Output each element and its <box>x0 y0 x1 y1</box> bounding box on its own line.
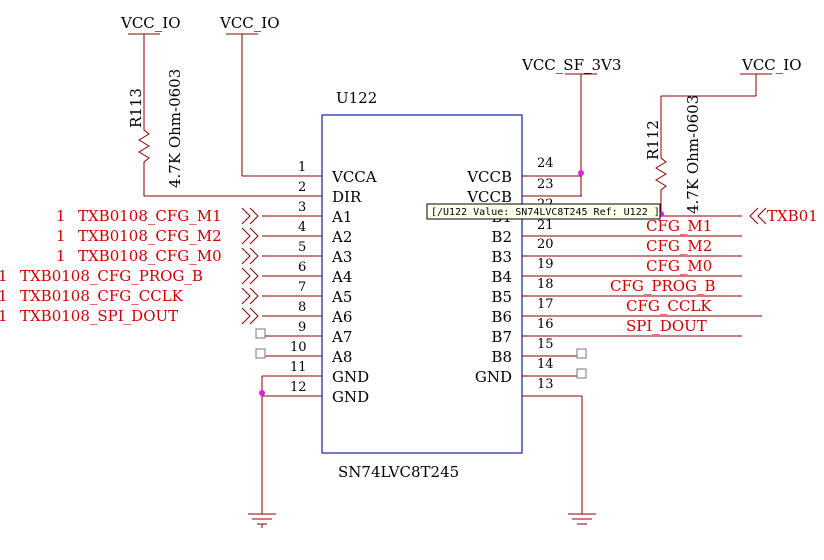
pin-number: 5 <box>298 240 306 255</box>
port-net-label[interactable]: TXB0108_CFG_M1 <box>78 207 222 225</box>
pin-name: VCCA <box>331 168 377 186</box>
pin-number: 24 <box>537 156 554 171</box>
net-label[interactable]: CFG_PROG_B <box>610 277 716 295</box>
pin-name: A4 <box>331 268 352 286</box>
pin-number: 8 <box>298 300 306 315</box>
net-label[interactable]: CFG_M2 <box>646 237 712 255</box>
resistor-designator: R112 <box>644 120 662 160</box>
pin-number: 21 <box>537 218 554 233</box>
pin-number: 11 <box>290 360 307 375</box>
pin-number: 9 <box>298 320 306 335</box>
junction-dot <box>578 170 584 176</box>
pin-name: A6 <box>331 308 352 326</box>
port-net-label[interactable]: TXB01 <box>767 207 818 225</box>
right-pin-lines <box>522 175 582 397</box>
pin-name: DIR <box>332 188 362 206</box>
no-connect-marker <box>255 328 266 339</box>
pin-number: 4 <box>298 220 306 235</box>
resistor-value: 4.7K Ohm-0603 <box>166 69 184 188</box>
pin-number: 14 <box>537 357 554 372</box>
left-pin-lines <box>262 175 322 397</box>
pin-number: 15 <box>537 337 554 352</box>
no-connect-marker <box>576 368 587 379</box>
pin-name: VCCB <box>466 188 512 206</box>
pin-number: 2 <box>298 180 306 195</box>
power-label-vcc-io: VCC_IO <box>120 14 181 32</box>
left-port-arrows <box>241 207 259 325</box>
pin-name: A7 <box>331 328 352 346</box>
ic-body[interactable] <box>321 114 523 454</box>
component-tooltip: [/U122 Value: SN74LVC8T245 Ref: U122 ] <box>426 203 661 220</box>
pin-name: A2 <box>331 228 352 246</box>
port-sheet-number: 1 <box>0 287 8 305</box>
port-sheet-number: 1 <box>56 227 66 245</box>
port-net-label[interactable]: TXB0108_CFG_M0 <box>78 247 222 265</box>
net-label[interactable]: CFG_M0 <box>646 257 712 275</box>
resistor-designator: R113 <box>127 88 145 128</box>
pin-name: B6 <box>491 308 512 326</box>
port-net-label[interactable]: TXB0108_SPI_DOUT <box>20 307 178 325</box>
pin-name: GND <box>475 368 512 386</box>
ic-part-name: SN74LVC8T245 <box>338 463 459 481</box>
pin-number: 1 <box>298 160 306 175</box>
no-connect-marker <box>255 348 266 359</box>
pin-name: A1 <box>331 208 352 226</box>
pin-name: A5 <box>331 288 352 306</box>
pin-name: A8 <box>331 348 352 366</box>
pin-name: GND <box>332 388 369 406</box>
ic-designator: U122 <box>336 89 377 107</box>
pin-name: GND <box>332 368 369 386</box>
power-label-vcc-io: VCC_IO <box>741 56 802 74</box>
right-port-arrow <box>749 207 767 225</box>
net-label[interactable]: CFG_M1 <box>646 217 712 235</box>
resistor-value: 4.7K Ohm-0603 <box>684 95 702 214</box>
power-label-vcc-sf: VCC_SF_3V3 <box>521 56 621 74</box>
pin-number: 3 <box>298 200 306 215</box>
pin-number: 6 <box>298 260 306 275</box>
tooltip-text: [/U122 Value: SN74LVC8T245 Ref: U122 ] <box>431 207 660 218</box>
net-label[interactable]: CFG_CCLK <box>626 297 712 315</box>
pin-name: A3 <box>331 248 352 266</box>
power-label-vcc-io: VCC_IO <box>219 14 280 32</box>
left-wiring <box>128 33 276 528</box>
pin-name: B5 <box>491 288 512 306</box>
pin-number: 10 <box>290 340 307 355</box>
pin-name: B8 <box>491 348 512 366</box>
port-sheet-number: 1 <box>0 267 8 285</box>
pin-name: B7 <box>491 328 512 346</box>
pin-number: 18 <box>537 277 554 292</box>
port-sheet-number: 1 <box>56 207 66 225</box>
pin-number: 20 <box>537 237 554 252</box>
pin-name: B3 <box>491 248 512 266</box>
net-label[interactable]: SPI_DOUT <box>626 317 707 335</box>
port-sheet-number: 1 <box>0 307 8 325</box>
pin-number: 7 <box>298 280 306 295</box>
pin-number: 23 <box>537 177 554 192</box>
pin-name: B2 <box>491 228 512 246</box>
pin-name: VCCB <box>466 168 512 186</box>
port-net-label[interactable]: TXB0108_CFG_PROG_B <box>20 267 203 285</box>
port-net-label[interactable]: TXB0108_CFG_M2 <box>78 227 222 245</box>
pin-number: 16 <box>537 317 554 332</box>
pin-number: 17 <box>537 297 554 312</box>
port-net-label[interactable]: TXB0108_CFG_CCLK <box>20 287 184 305</box>
junction-dot <box>259 390 265 396</box>
no-connect-marker <box>576 348 587 359</box>
pin-name: B4 <box>491 268 512 286</box>
pin-number: 12 <box>290 380 307 395</box>
port-sheet-number: 1 <box>56 247 66 265</box>
pin-number: 19 <box>537 257 554 272</box>
pin-number: 13 <box>537 377 554 392</box>
